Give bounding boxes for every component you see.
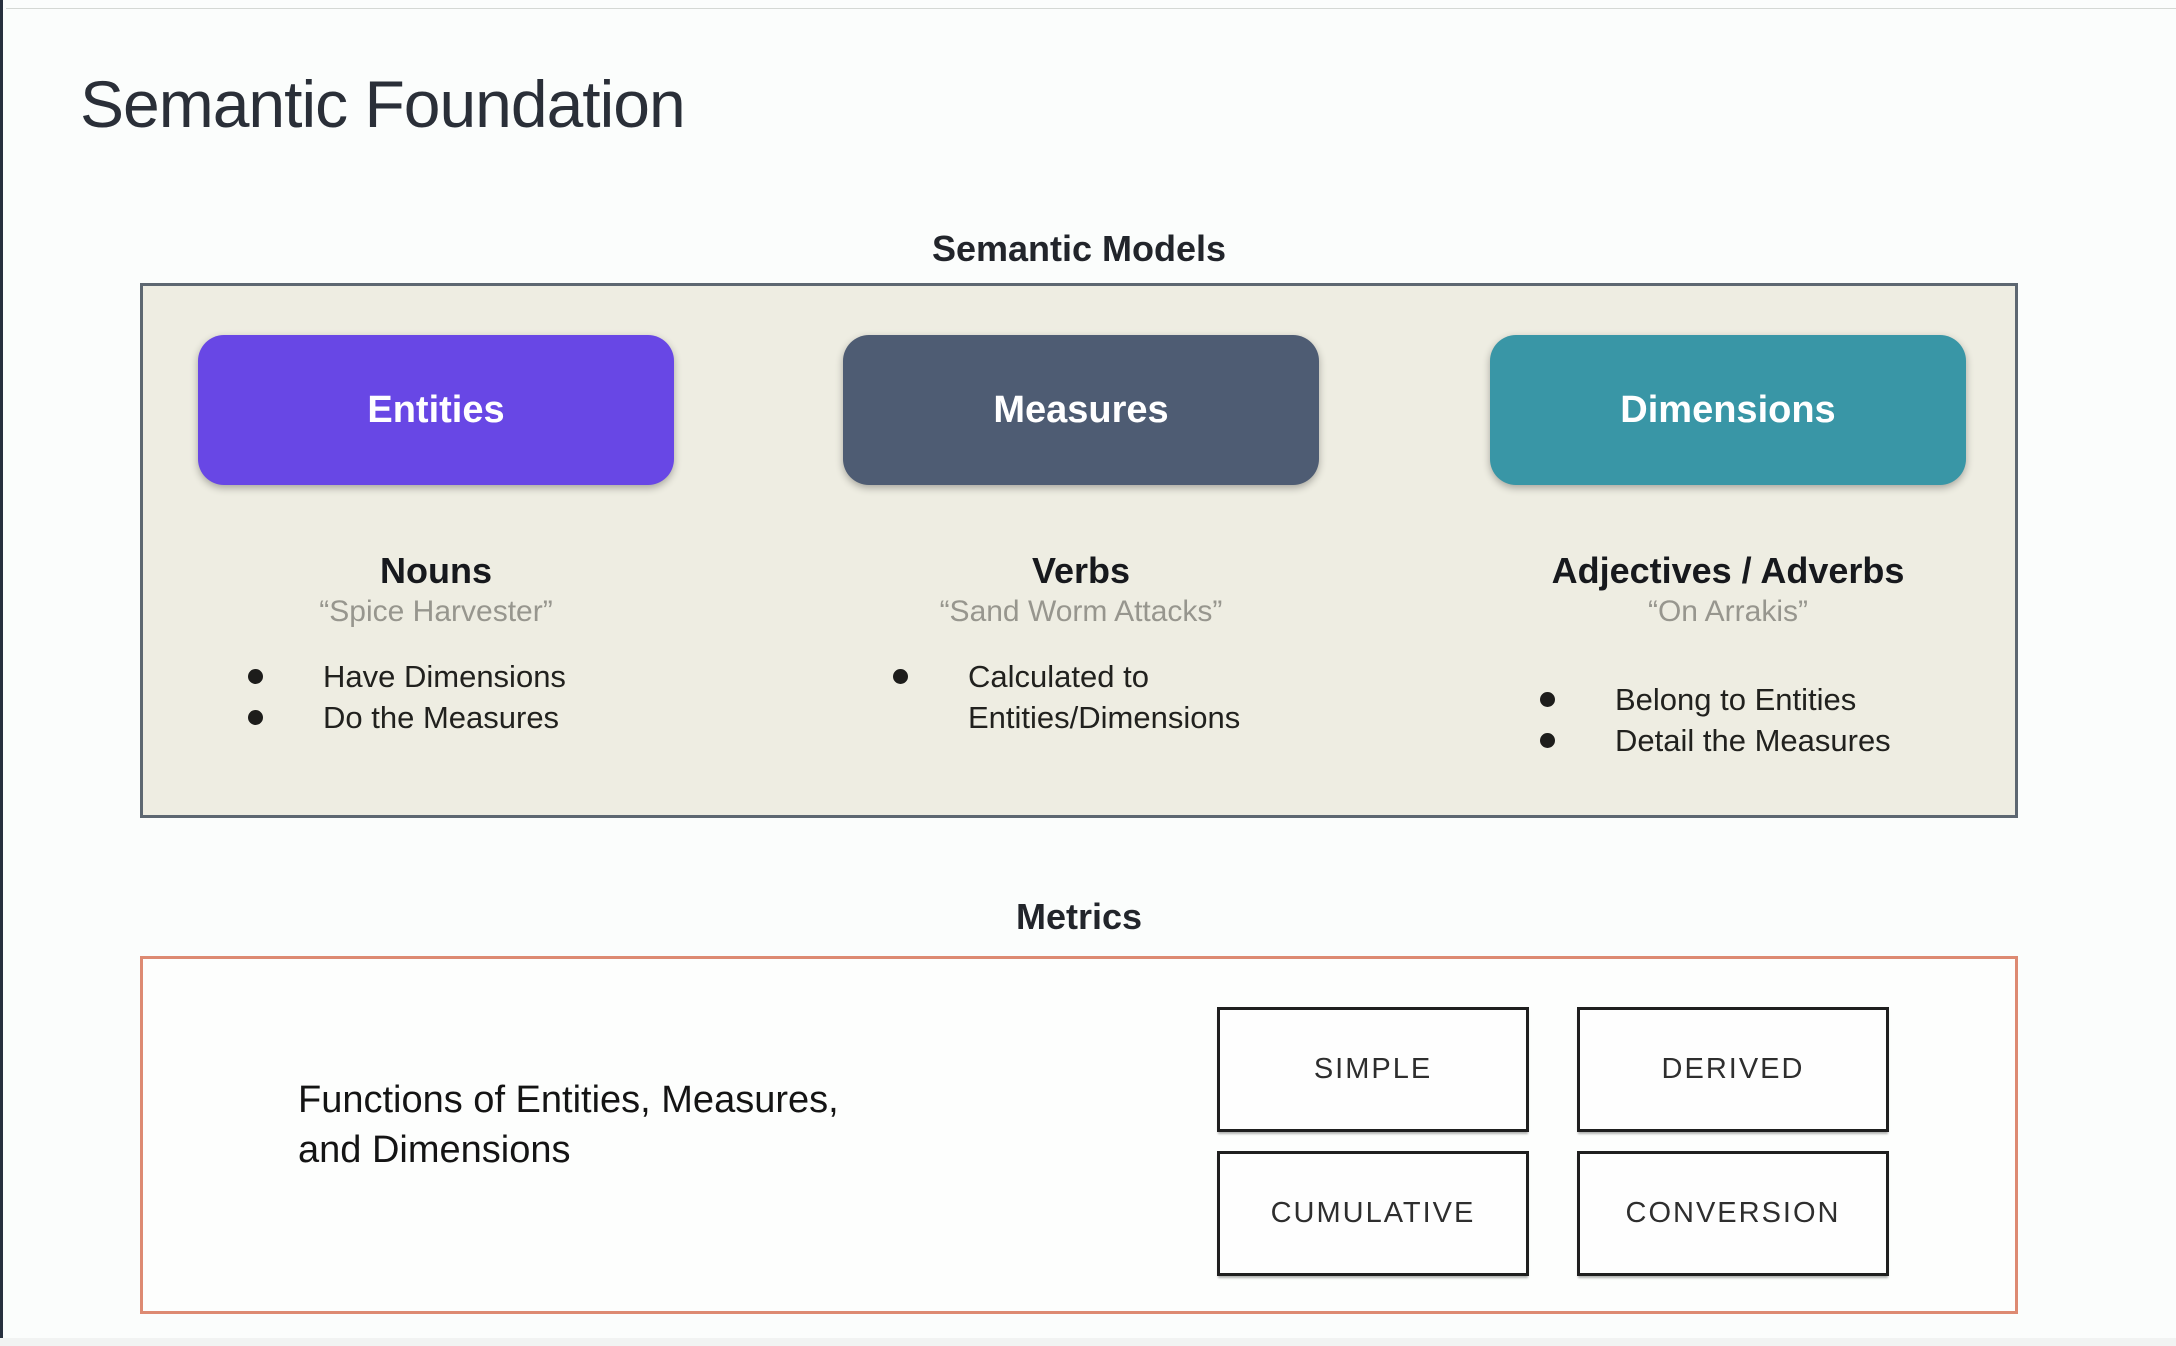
metrics-label: Metrics xyxy=(1015,896,1143,937)
bullet-dot-icon xyxy=(248,669,263,684)
entities-bullet-list: Have Dimensions Do the Measures xyxy=(198,656,566,738)
metrics-box: Functions of Entities, Measures, and Dim… xyxy=(140,956,2018,1314)
window-bottom-edge xyxy=(0,1338,2176,1346)
measures-heading: Verbs xyxy=(1031,550,1131,591)
dimensions-bullet-1: Belong to Entities xyxy=(1540,679,1891,720)
dimensions-bullet-list: Belong to Entities Detail the Measures xyxy=(1490,679,1891,761)
semantic-models-box: Entities Nouns “Spice Harvester” Have Di… xyxy=(140,283,2018,818)
metric-card-conversion: CONVERSION xyxy=(1577,1151,1889,1276)
entities-bullet-1: Have Dimensions xyxy=(248,656,566,697)
measures-bullet-1: Calculated to Entities/Dimensions xyxy=(893,656,1240,738)
metric-type-grid: SIMPLE DERIVED CUMULATIVE CONVERSION xyxy=(1217,1007,1889,1276)
bullet-dot-icon xyxy=(1540,733,1555,748)
window-top-edge xyxy=(6,8,2176,9)
measures-pill: Measures xyxy=(843,335,1319,485)
entities-quote: “Spice Harvester” xyxy=(319,595,553,628)
semantic-models-label: Semantic Models xyxy=(931,228,1227,269)
dimensions-pill: Dimensions xyxy=(1490,335,1966,485)
bullet-dot-icon xyxy=(248,710,263,725)
measures-column: Measures Verbs “Sand Worm Attacks” Calcu… xyxy=(843,335,1319,738)
metric-card-derived: DERIVED xyxy=(1577,1007,1889,1132)
entities-bullet-2: Do the Measures xyxy=(248,697,566,738)
measures-quote: “Sand Worm Attacks” xyxy=(939,595,1223,628)
entities-heading: Nouns xyxy=(380,550,492,591)
entities-column: Entities Nouns “Spice Harvester” Have Di… xyxy=(198,335,674,738)
entities-pill: Entities xyxy=(198,335,674,485)
metrics-description: Functions of Entities, Measures, and Dim… xyxy=(298,1079,839,1171)
dimensions-bullet-2: Detail the Measures xyxy=(1540,720,1891,761)
page-title: Semantic Foundation xyxy=(80,67,686,141)
dimensions-column: Dimensions Adjectives / Adverbs “On Arra… xyxy=(1490,335,1966,761)
dimensions-heading: Adjectives / Adverbs xyxy=(1551,550,1905,591)
dimensions-quote: “On Arrakis” xyxy=(1647,595,1809,628)
metric-card-simple: SIMPLE xyxy=(1217,1007,1529,1132)
measures-bullet-list: Calculated to Entities/Dimensions xyxy=(843,656,1240,738)
bullet-dot-icon xyxy=(893,669,908,684)
bullet-dot-icon xyxy=(1540,692,1555,707)
window-left-edge xyxy=(0,0,3,1346)
metric-card-cumulative: CUMULATIVE xyxy=(1217,1151,1529,1276)
